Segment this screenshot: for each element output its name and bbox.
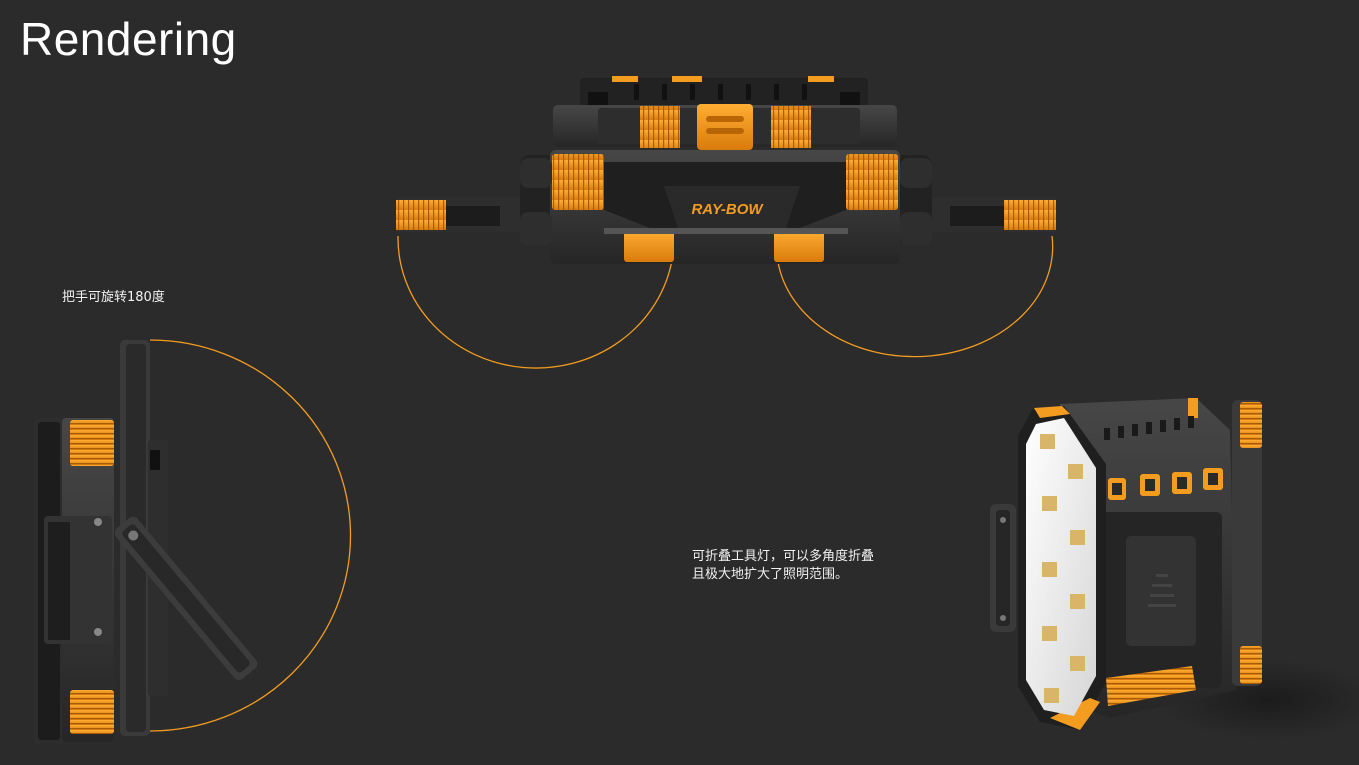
right-rotation-arc (777, 235, 1054, 358)
handle-rotation-arc (149, 339, 352, 732)
top-view-rendering: RAY-BOW (396, 76, 1056, 369)
handle-rotation-caption: 把手可旋转180度 (62, 290, 165, 305)
page-title: Rendering (20, 13, 237, 65)
fold-caption-line-2: 且极大地扩大了照明范围。 (692, 567, 849, 582)
led-chips (1040, 434, 1085, 703)
fold-caption-line-1: 可折叠工具灯，可以多角度折叠 (692, 549, 875, 564)
side-view-rendering (34, 339, 352, 744)
perspective-view-rendering (990, 398, 1359, 740)
left-rotation-arc (397, 235, 673, 369)
fold-caption: 可折叠工具灯，可以多角度折叠 且极大地扩大了照明范围。 (692, 548, 874, 584)
brand-logo: RAY-BOW (691, 201, 764, 218)
